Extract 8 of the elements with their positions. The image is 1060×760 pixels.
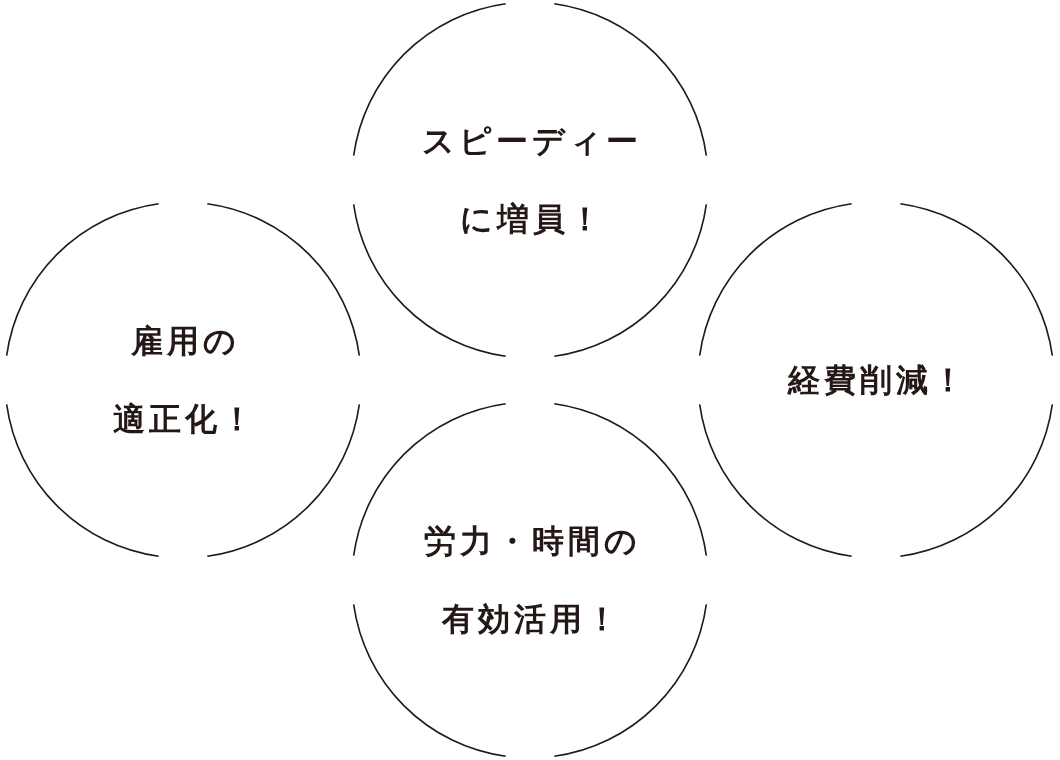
circle-label: スピーディーに増員！ xyxy=(421,121,642,240)
circle-node xyxy=(4,201,362,559)
circle-node xyxy=(351,401,709,759)
circle-label: 労力・時間の有効活用！ xyxy=(422,521,641,640)
circle-node xyxy=(697,201,1055,559)
circle-label: 経費削減！ xyxy=(786,360,968,401)
circle-label: 雇用の適正化！ xyxy=(112,321,257,440)
circle-node xyxy=(351,1,709,359)
